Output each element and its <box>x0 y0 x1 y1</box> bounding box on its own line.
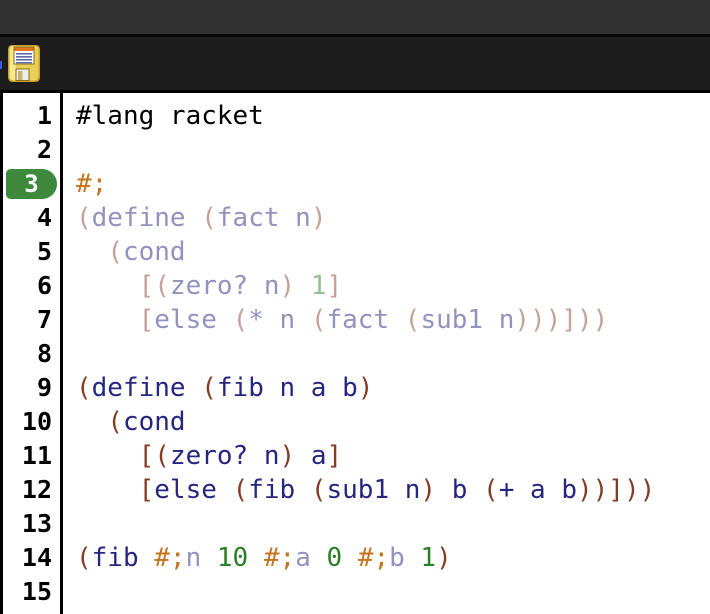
toolbar <box>0 37 710 93</box>
code-line[interactable] <box>76 575 710 609</box>
line-number: 11 <box>21 441 52 470</box>
line-number: 1 <box>36 101 52 130</box>
line-number: 2 <box>36 135 52 164</box>
line-number: 13 <box>21 509 52 538</box>
line-number: 12 <box>21 475 52 504</box>
line-number: 5 <box>36 237 52 266</box>
code-line[interactable] <box>76 507 710 541</box>
code-line[interactable]: (define (fib n a b) <box>76 373 374 403</box>
line-number: 10 <box>21 407 52 436</box>
code-line[interactable]: #lang racket <box>76 101 264 131</box>
line-number: 7 <box>36 305 52 334</box>
code-area[interactable]: #lang racket #; (define (fact n) (cond [(z… <box>63 93 710 614</box>
code-line[interactable]: [else (fib (sub1 n) b (+ a b))])) <box>138 475 656 505</box>
line-number: 15 <box>21 577 52 606</box>
line-number: 6 <box>36 271 52 300</box>
code-line[interactable]: (cond <box>107 237 186 267</box>
code-line[interactable]: [(zero? n) 1] <box>138 271 343 301</box>
code-line[interactable]: #; <box>76 169 108 199</box>
window-titlebar <box>0 0 710 37</box>
line-number: 4 <box>36 203 52 232</box>
line-number: 9 <box>36 373 52 402</box>
code-line[interactable]: [else (* n (fact (sub1 n)))])) <box>138 305 609 335</box>
code-line[interactable] <box>76 133 710 167</box>
floppy-disk-icon <box>8 45 40 85</box>
code-line[interactable]: (define (fact n) <box>76 203 327 233</box>
save-button[interactable] <box>8 45 40 82</box>
code-line[interactable]: (cond <box>107 407 186 437</box>
line-number: 8 <box>36 339 52 368</box>
highlighted-line-badge: 3 <box>6 169 57 199</box>
code-line[interactable]: [(zero? n) a] <box>138 441 343 471</box>
code-line[interactable]: (fib #;n 10 #;a 0 #;b 1) <box>76 543 452 573</box>
line-number: 14 <box>21 543 52 572</box>
code-line[interactable] <box>76 337 710 371</box>
focus-indicator <box>0 61 2 69</box>
line-number: 3 <box>3 167 60 201</box>
